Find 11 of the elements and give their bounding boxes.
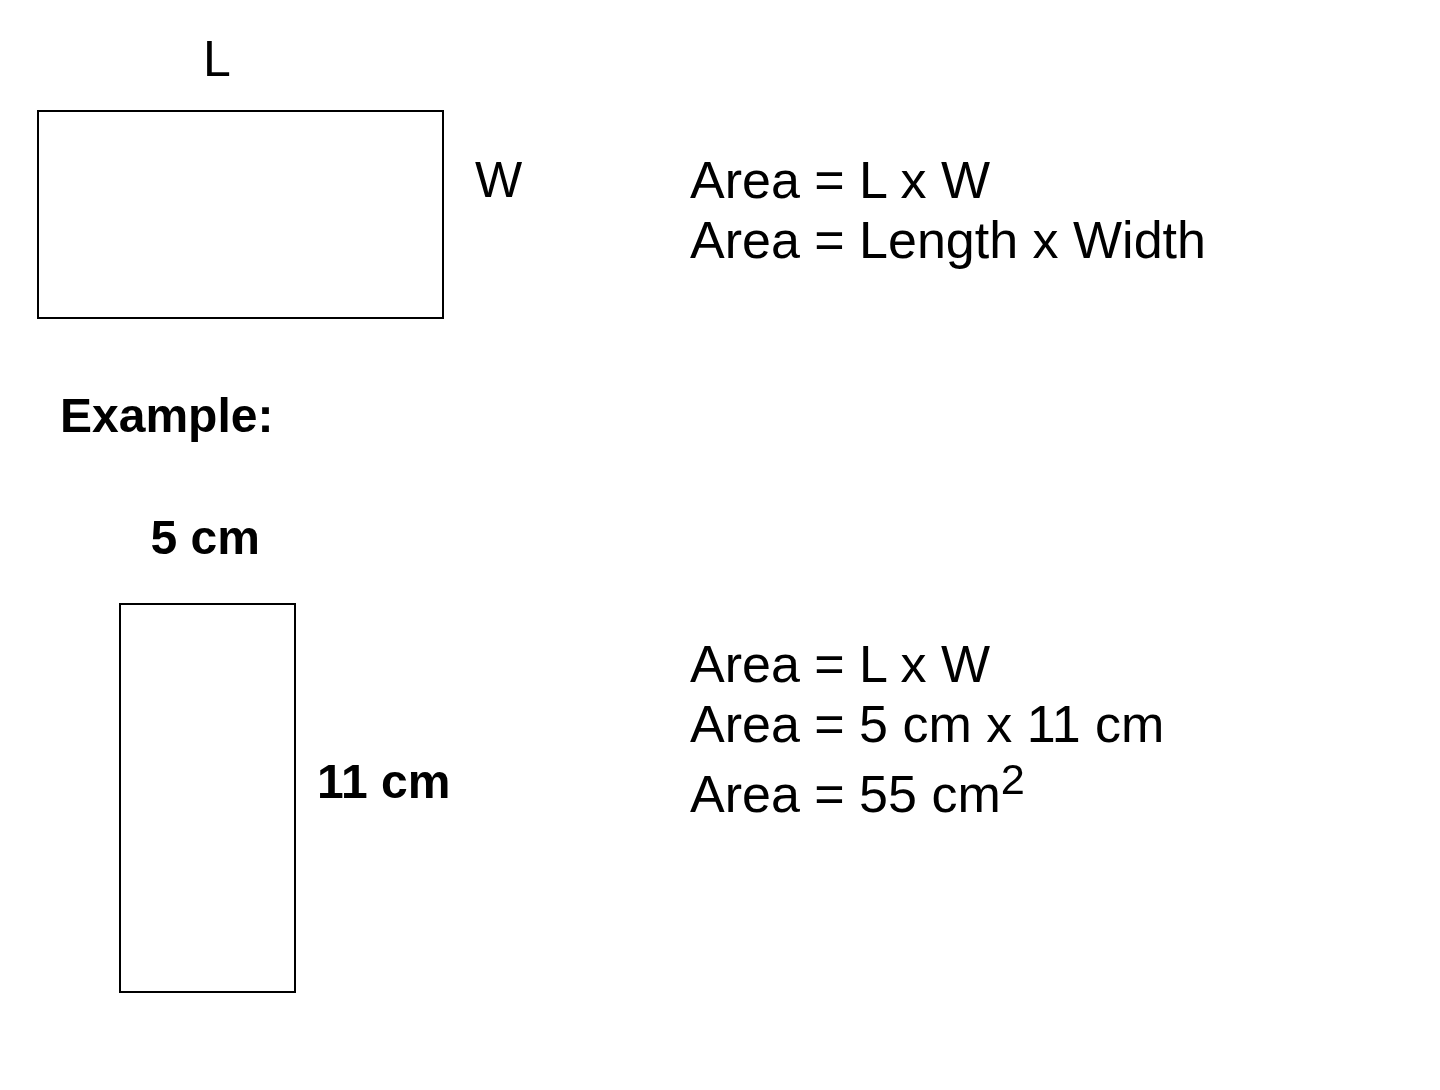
dimension-label: W <box>475 155 523 205</box>
formula-text: Area = 5 cm x 11 cm <box>690 698 1165 750</box>
rectangle-shape <box>37 110 444 319</box>
dimension-label: 5 cm <box>150 514 260 562</box>
formula-text: Area = 55 cm$^{2}$ <box>690 758 1025 821</box>
section-heading: Example: <box>60 392 274 440</box>
formula-text: Area = L x W <box>690 154 991 206</box>
rectangle-shape <box>119 603 296 993</box>
dimension-label: L <box>203 34 231 84</box>
dimension-label: 11 cm <box>317 758 451 806</box>
formula-text: Area = L x W <box>690 638 991 690</box>
